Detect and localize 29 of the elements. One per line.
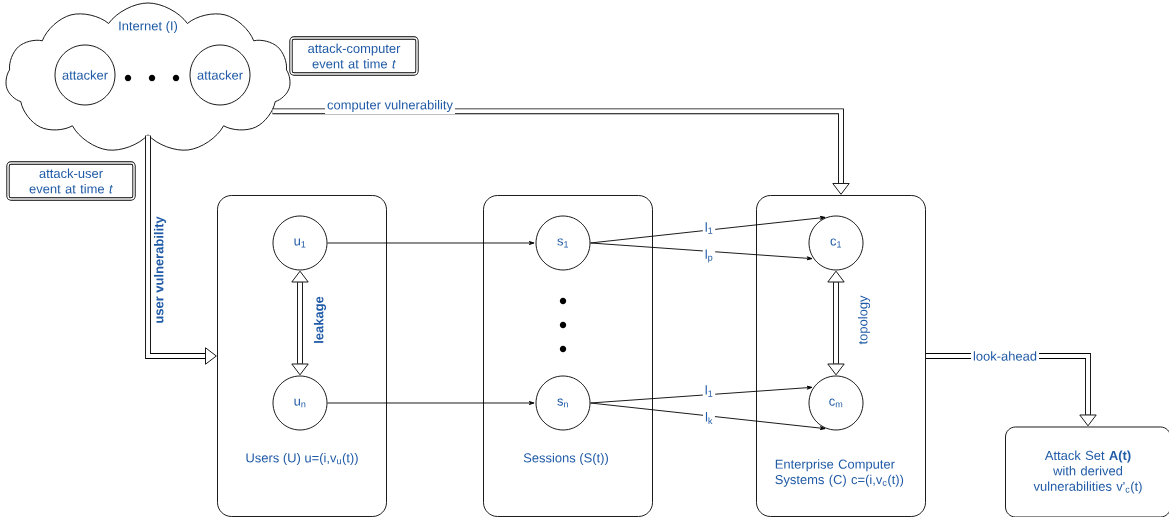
event-box: attack-computer event at time t [289, 36, 419, 76]
hollow-arrow [291, 270, 309, 376]
edge-label: computer vulnerability [325, 97, 455, 114]
circle-node: s$_{1}$ [535, 215, 591, 271]
circle-node: u$_{n}$ [272, 375, 328, 431]
arrow [590, 242, 813, 261]
edge-label: l$_{p}$ [702, 247, 716, 265]
arrow [590, 385, 813, 404]
edge-label: look-ahead [970, 349, 1040, 363]
circle-node: c$_{m}$ [808, 375, 864, 431]
arrow [590, 215, 826, 244]
hollow-arrow [827, 270, 845, 376]
circle-node: c$_{1}$ [808, 215, 864, 271]
edge-label: leakage [311, 294, 329, 346]
arrow [327, 401, 535, 405]
edge-label: topology [855, 293, 873, 347]
circle-node: s$_{n}$ [535, 375, 591, 431]
event-box: attack-user event at time t [6, 161, 136, 201]
edge-label: l$_{k}$ [703, 410, 715, 426]
arrow [327, 241, 535, 245]
circle-node: attacker [54, 44, 116, 106]
result-box: Attack Set A(t) with derived vulnerabilities v'$_{c}$(t) [1005, 426, 1169, 517]
edge-label: l$_{1}$ [702, 220, 716, 236]
arrow [590, 402, 826, 431]
edge-label: l$_{1}$ [702, 383, 716, 399]
circle-node: attacker [189, 44, 251, 106]
circle-node: u$_{1}$ [272, 215, 328, 271]
edge-label: user vulnerability [152, 214, 169, 326]
hollow-arrow [145, 135, 217, 365]
